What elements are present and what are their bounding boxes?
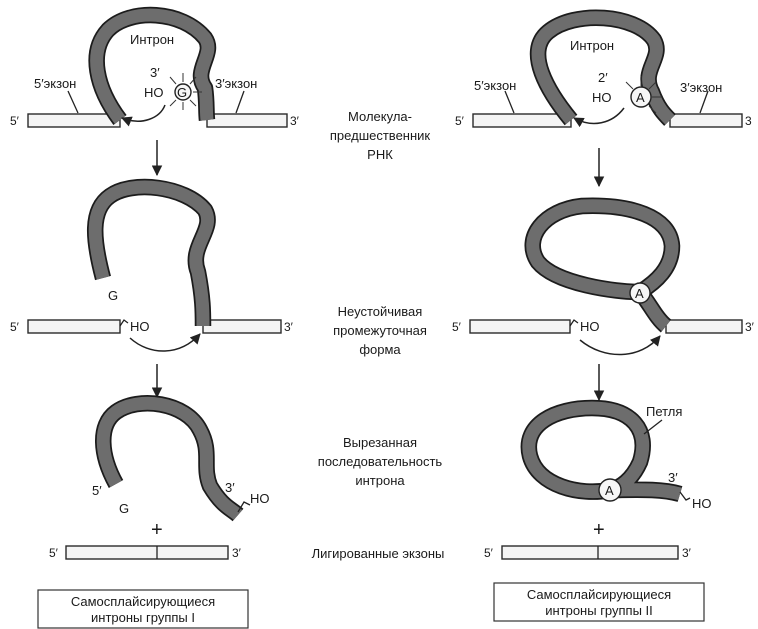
stage-intermediate-line-3: форма bbox=[359, 342, 401, 357]
stage-precursor-line-2: предшественник bbox=[330, 128, 431, 143]
ho-tail bbox=[120, 320, 128, 326]
exon5-pointer bbox=[505, 91, 514, 113]
end3-label: 3′ bbox=[668, 470, 678, 485]
stage-intermediate-line-1: Неустойчивая bbox=[338, 304, 423, 319]
ligated-exons-bar bbox=[66, 546, 228, 559]
ligation-arrow bbox=[130, 334, 200, 351]
end3-right-label: 3′ bbox=[290, 114, 300, 128]
stage-intermediate-line-2: промежуточная bbox=[333, 323, 427, 338]
group1-precursor: Интрон 5′экзон 3′экзон 3′ HO G 5′ 3′ bbox=[10, 15, 300, 128]
stage-excised-line-2: последовательность bbox=[318, 454, 443, 469]
intron-label: Интрон bbox=[130, 32, 174, 47]
exon-5prime-bar bbox=[470, 320, 570, 333]
caption-line-2: интроны группы II bbox=[545, 603, 653, 618]
exon3-label: 3′экзон bbox=[680, 80, 722, 95]
end3-right-label: 3′ bbox=[284, 320, 294, 334]
exon-3prime-bar bbox=[203, 320, 281, 333]
stage-excised-line-1: Вырезанная bbox=[343, 435, 417, 450]
group2-caption: Самосплайсирующиеся интроны группы II bbox=[494, 583, 704, 621]
ligated-exons-bar bbox=[502, 546, 678, 559]
end3-label: 3′ bbox=[225, 480, 235, 495]
exon-5prime-bar bbox=[28, 114, 120, 127]
stage-ligated: Лигированные экзоны bbox=[312, 546, 445, 561]
caption-line-1: Самосплайсирующиеся bbox=[71, 594, 215, 609]
g-label: G bbox=[108, 288, 118, 303]
intron-label: Интрон bbox=[570, 38, 614, 53]
end2-label: 2′ bbox=[598, 70, 608, 85]
end5-label: 5′ bbox=[49, 546, 59, 560]
ho-label: HO bbox=[692, 496, 712, 511]
group1-caption: Самосплайсирующиеся интроны группы I bbox=[38, 590, 248, 628]
exon5-label: 5′экзон bbox=[474, 78, 516, 93]
caption-line-1: Самосплайсирующиеся bbox=[527, 587, 671, 602]
ligation-arrow bbox=[580, 336, 660, 355]
loop-label: Петля bbox=[646, 404, 682, 419]
exon-5prime-bar bbox=[28, 320, 120, 333]
stage-precursor-line-3: РНК bbox=[367, 147, 393, 162]
end5-label: 5′ bbox=[10, 320, 20, 334]
stage-excised-line-3: интрона bbox=[355, 473, 405, 488]
group2-intermediate: A HO 5′ 3′ bbox=[452, 206, 755, 355]
ho-label: HO bbox=[250, 491, 270, 506]
end3-label: 3′ bbox=[150, 65, 160, 80]
exon3-label: 3′экзон bbox=[215, 76, 257, 91]
ho-label: HO bbox=[580, 319, 600, 334]
group1-column: Интрон 5′экзон 3′экзон 3′ HO G 5′ 3′ G H… bbox=[10, 15, 300, 628]
a-label: A bbox=[636, 90, 645, 105]
group2-excised-lariat: Петля A 3′ HO bbox=[529, 404, 712, 511]
stage-precursor-line-1: Молекула- bbox=[348, 109, 412, 124]
group1-intermediate: G HO 5′ 3′ bbox=[10, 187, 294, 351]
end3-right-label: 3′ bbox=[232, 546, 242, 560]
end5-label: 5′ bbox=[10, 114, 20, 128]
ho-label: HO bbox=[130, 319, 150, 334]
g-label: G bbox=[119, 501, 129, 516]
exon5-label: 5′экзон bbox=[34, 76, 76, 91]
group1-excised-intron: 5′ G 3′ HO bbox=[92, 403, 270, 516]
g-label: G bbox=[177, 85, 187, 100]
exon-3prime-bar bbox=[666, 320, 742, 333]
end3-right-label: 3 bbox=[745, 114, 752, 128]
exon-3prime-bar bbox=[207, 114, 287, 127]
exon-3prime-bar bbox=[670, 114, 742, 127]
end5-label: 5′ bbox=[455, 114, 465, 128]
attack-arrow bbox=[574, 108, 624, 123]
group2-precursor: Интрон 5′экзон 3′экзон 2′ HO A 5′ 3 bbox=[455, 18, 752, 128]
exon5-pointer bbox=[68, 91, 78, 113]
attack-arrow bbox=[122, 105, 165, 121]
plus-sign: + bbox=[593, 519, 605, 541]
group2-ligated-exons: 5′ 3′ bbox=[484, 546, 692, 560]
group2-column: Интрон 5′экзон 3′экзон 2′ HO A 5′ 3 A HO… bbox=[452, 18, 755, 621]
a-label: A bbox=[635, 286, 644, 301]
end3-right-label: 3′ bbox=[682, 546, 692, 560]
end3-right-label: 3′ bbox=[745, 320, 755, 334]
end5-label: 5′ bbox=[484, 546, 494, 560]
exon3-pointer bbox=[236, 91, 244, 113]
plus-sign: + bbox=[151, 519, 163, 541]
exon-5prime-bar bbox=[473, 114, 571, 127]
ho-label: HO bbox=[144, 85, 164, 100]
intron-strand bbox=[103, 403, 238, 515]
a-label: A bbox=[605, 483, 614, 498]
end5-label: 5′ bbox=[92, 483, 102, 498]
ho-tail bbox=[680, 492, 690, 500]
group1-ligated-exons: 5′ 3′ bbox=[49, 546, 242, 560]
caption-line-2: интроны группы I bbox=[91, 610, 195, 625]
ho-label: HO bbox=[592, 90, 612, 105]
ho-tail bbox=[570, 320, 578, 326]
end5-label: 5′ bbox=[452, 320, 462, 334]
stage-labels: Молекула- предшественник РНК Неустойчива… bbox=[312, 109, 445, 561]
